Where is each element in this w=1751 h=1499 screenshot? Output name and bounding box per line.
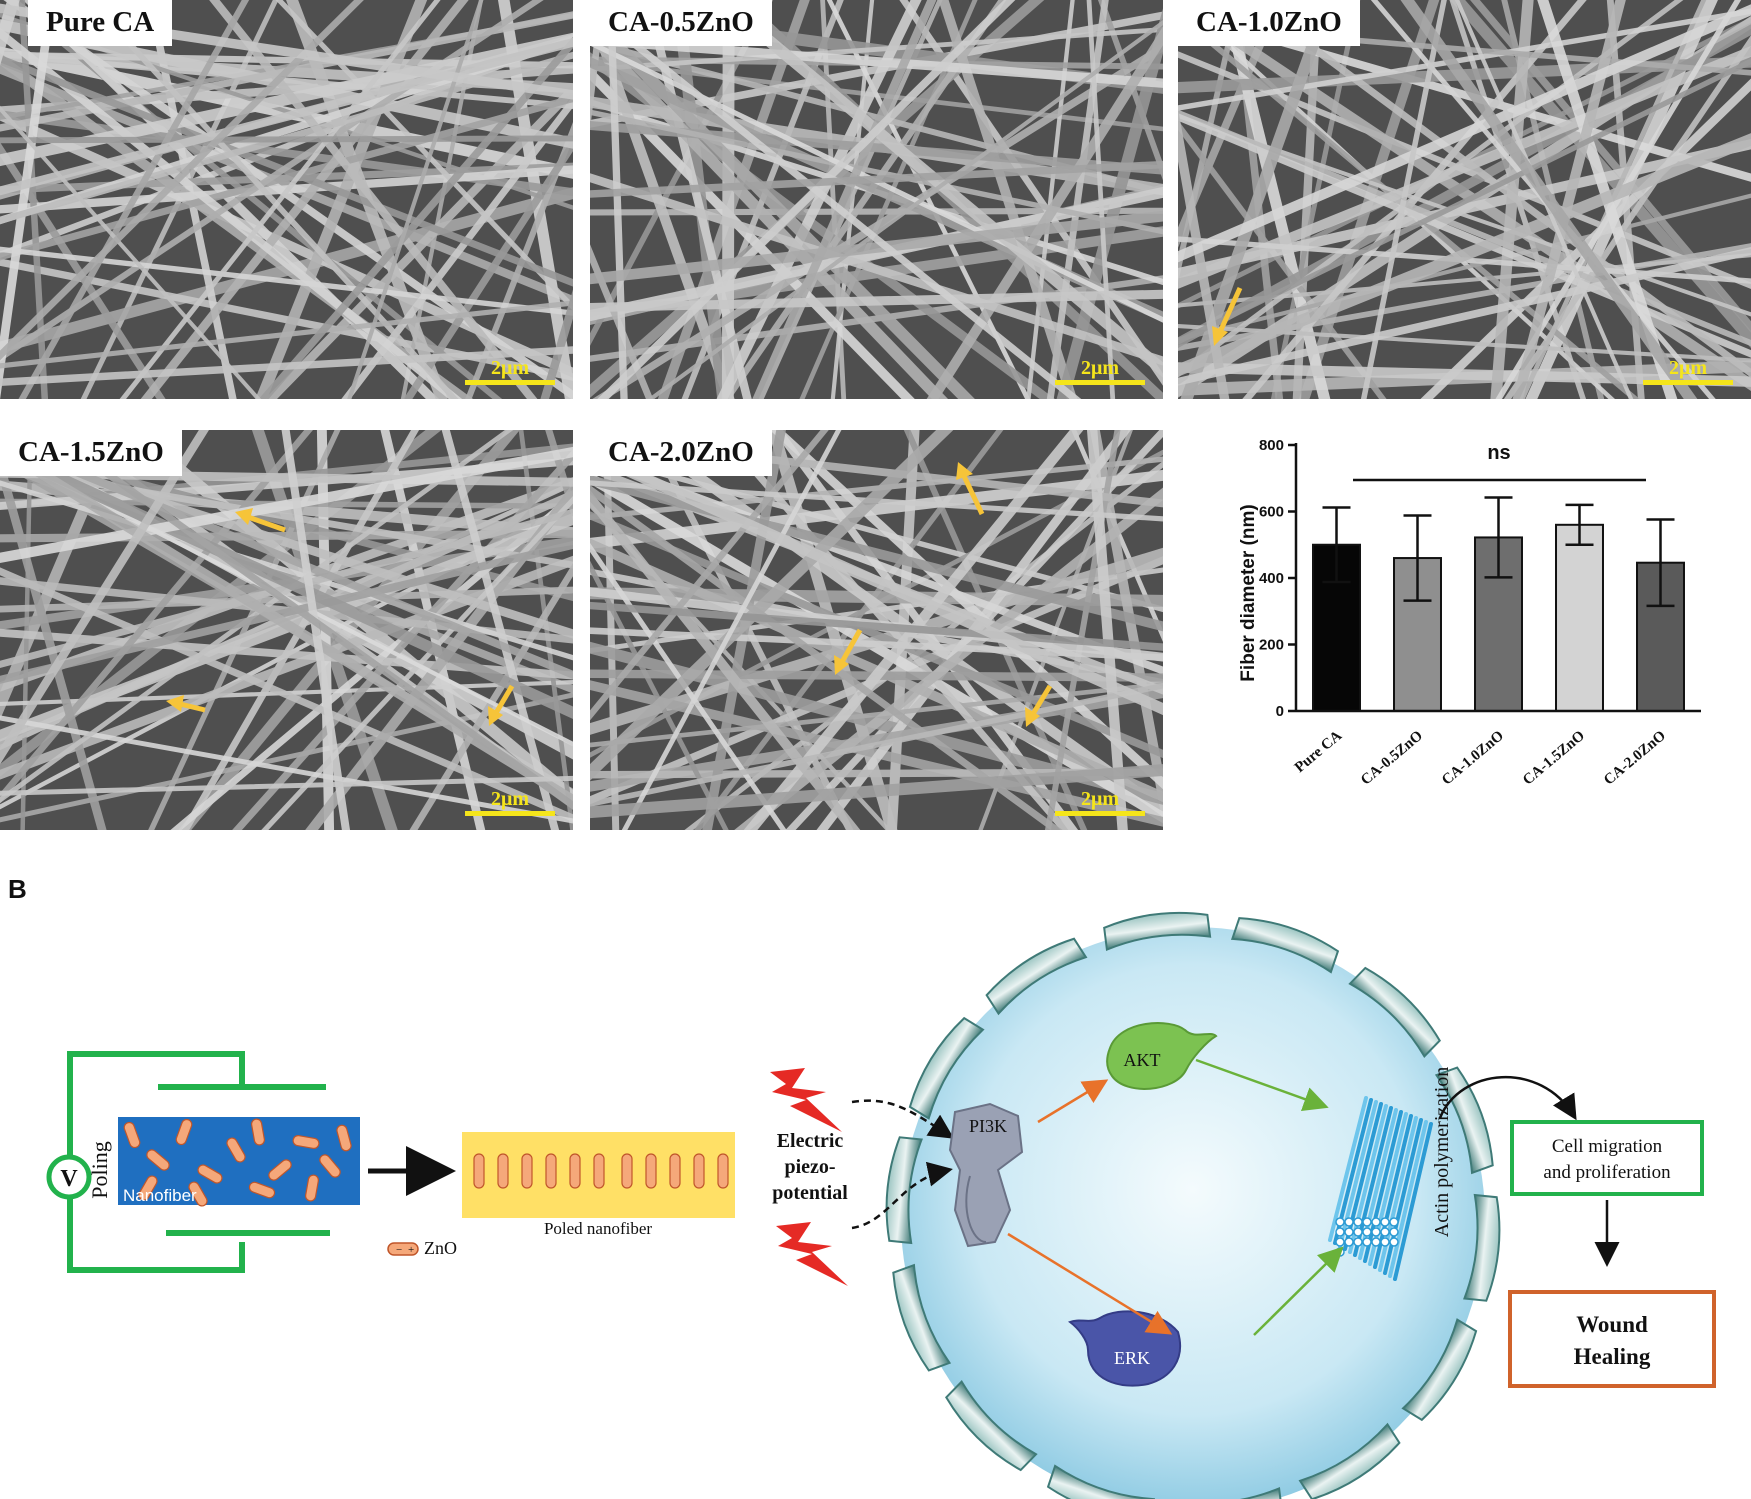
sem-image-ca-0.5zno: CA-0.5ZnO 2μm [590,0,1163,399]
akt-actin-arrow [1195,1058,1329,1111]
fiber-texture [1178,0,1751,399]
svg-text:−: − [396,1244,402,1256]
scale-text: 2μm [491,788,529,810]
chart-y-tick-label: 0 [1276,703,1284,720]
scale-bar: 2μm [465,358,555,385]
scale-bar: 2μm [465,789,555,816]
scale-bar: 2μm [1055,789,1145,816]
particle-arrow [1025,684,1053,727]
chart-x-tick-label: CA-0.5ZnO [1358,728,1426,789]
outcome-2-line-1: Wound [1576,1312,1648,1337]
chart-x-tick-label: Pure CA [1292,728,1345,776]
sem-label: Pure CA [28,0,173,46]
error-bar [1322,506,1351,584]
outcome-1-line-2: and proliferation [1543,1162,1671,1183]
particle-arrow [956,462,985,516]
sem-label: CA-1.5ZnO [0,430,182,476]
chart-y-tick-label: 200 [1259,637,1284,654]
wound-healing-box [1508,1290,1716,1388]
particle-arrow [834,628,863,675]
scale-text: 2μm [1081,357,1119,379]
scale-bar: 2μm [1055,358,1145,385]
cell-membrane [885,911,1501,1499]
svg-text:+: + [408,1244,414,1256]
chart-significance-label: ns [1487,442,1510,464]
chart-bar [1555,523,1604,712]
error-bar [1484,496,1513,579]
zno-legend-label: ZnO [424,1238,457,1258]
stimulus-arrow [851,1099,955,1139]
chart-y-tick-label: 600 [1259,504,1284,521]
particle-arrow [235,508,286,533]
cell-body [901,927,1485,1499]
pi3k-akt-arrow [1037,1079,1109,1124]
chart-x-tick-label: CA-1.0ZnO [1439,728,1507,789]
panel-letter-b: B [8,874,27,904]
chart-axes [1288,443,1701,713]
error-bar [1646,518,1675,608]
poled-nanofiber-label: Poled nanofiber [544,1219,652,1238]
mechanism-diagram: V Poling Nanofiber Poled nanofiber −+ Zn… [46,911,1716,1499]
fiber-texture [590,430,1163,830]
outcome-1-line-1: Cell migration [1552,1136,1663,1157]
akt-protein [1106,1022,1218,1090]
random-zno-particles [123,1118,352,1207]
chart-y-tick-label: 800 [1259,437,1284,454]
particle-arrow [166,695,206,713]
erk-actin-arrow [1253,1246,1344,1336]
voltage-source [46,1154,92,1200]
actin-label: Actin polymerization [1431,1067,1453,1238]
fiber-texture [0,0,573,399]
sem-label: CA-2.0ZnO [590,430,772,476]
particle-arrow [488,684,515,726]
lightning-icon [770,1068,842,1132]
sem-image-ca-1.0zno: CA-1.0ZnO 2μm [1178,0,1751,399]
zno-legend-icon: −+ [387,1242,419,1256]
aligned-zno-particles [473,1153,729,1189]
lightning-icon [776,1222,848,1286]
scale-text: 2μm [1081,788,1119,810]
chart-y-axis-label: Fiber diameter (nm) [1238,504,1259,681]
fiber-texture [590,0,1163,399]
stimulus-line-3: potential [772,1182,848,1204]
error-bar [1565,503,1594,546]
pi3k-receptor [948,1102,1024,1248]
particle-arrow [1212,286,1243,346]
stimulus-line-2: piezo- [784,1156,835,1178]
chart-x-tick-label: CA-2.0ZnO [1601,728,1669,789]
sem-label: CA-1.0ZnO [1178,0,1360,46]
actin-bundle [1328,1096,1433,1281]
nanofiber-label: Nanofiber [123,1186,197,1205]
sem-image-ca-1.5zno: CA-1.5ZnO 2μm [0,430,573,830]
fiber-texture [0,430,573,830]
voltage-label: V [60,1166,78,1192]
outcome-2-line-2: Healing [1574,1344,1651,1369]
chart-x-tick-label: CA-1.5ZnO [1520,728,1588,789]
poling-label: Poling [87,1141,112,1198]
scale-text: 2μm [1669,357,1707,379]
scale-text: 2μm [491,357,529,379]
sem-label: CA-0.5ZnO [590,0,772,46]
stimulus-line-1: Electric [777,1130,844,1152]
scale-bar: 2μm [1643,358,1733,385]
pi3k-erk-arrow [1007,1232,1173,1335]
stimulus-arrow [851,1161,953,1230]
error-bar [1403,514,1432,602]
akt-label: AKT [1124,1050,1161,1070]
cell-migration-box [1510,1120,1704,1196]
erk-label: ERK [1114,1348,1150,1368]
pi3k-label: PI3K [969,1116,1007,1136]
actin-outcome-arrow [1438,1075,1577,1121]
chart-y-tick-label: 400 [1259,570,1284,587]
sem-image-pure-ca: Pure CA 2μm [0,0,573,399]
sem-image-ca-2.0zno: CA-2.0ZnO 2μm [590,430,1163,830]
